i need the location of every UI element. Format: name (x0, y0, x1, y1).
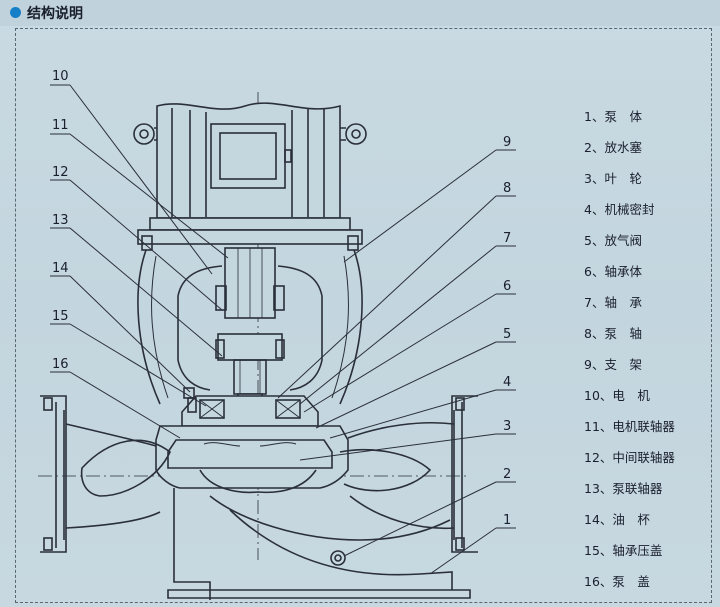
callout-15: 15 (52, 309, 69, 324)
callout-2: 2 (503, 467, 511, 482)
legend-item-16: 16、泵 盖 (584, 574, 650, 589)
callout-5: 5 (503, 327, 511, 342)
legend-item-3: 3、叶 轮 (584, 171, 642, 186)
legend-item-12: 12、中间联轴器 (584, 450, 675, 465)
callout-7: 7 (503, 231, 511, 246)
legend-item-1: 1、泵 体 (584, 109, 642, 124)
callout-9: 9 (503, 135, 511, 150)
legend-item-2: 2、放水塞 (584, 140, 642, 155)
legend-item-10: 10、电 机 (584, 388, 650, 403)
legend-item-9: 9、支 架 (584, 357, 642, 372)
callout-16: 16 (52, 357, 69, 372)
callout-12: 12 (52, 165, 69, 180)
bullet-dot-icon (10, 7, 21, 18)
legend-item-7: 7、轴 承 (584, 295, 642, 310)
callout-10: 10 (52, 69, 69, 84)
callout-4: 4 (503, 375, 511, 390)
legend-item-13: 13、泵联轴器 (584, 481, 663, 496)
legend-item-6: 6、轴承体 (584, 264, 642, 279)
header-bar: 结构说明 (0, 0, 720, 26)
callout-3: 3 (503, 419, 511, 434)
legend-item-11: 11、电机联轴器 (584, 419, 675, 434)
pump-drawing (38, 84, 516, 600)
callout-6: 6 (503, 279, 511, 294)
callout-1: 1 (503, 513, 511, 528)
leader-lines (50, 84, 516, 575)
pump-casing (40, 395, 478, 600)
legend-item-8: 8、泵 轴 (584, 326, 642, 341)
legend-item-15: 15、轴承压盖 (584, 543, 663, 558)
section-title: 结构说明 (27, 6, 83, 22)
legend-item-4: 4、机械密封 (584, 202, 655, 217)
motor (133, 102, 367, 251)
callout-14: 14 (52, 261, 69, 276)
callout-13: 13 (52, 213, 69, 228)
callout-11: 11 (52, 118, 69, 133)
callout-labels: 10 11 12 13 14 15 16 9 8 7 6 5 4 3 2 1 (52, 69, 511, 528)
legend-item-14: 14、油 杯 (584, 512, 650, 527)
diagram-frame (15, 28, 712, 603)
callout-8: 8 (503, 181, 511, 196)
legend-item-5: 5、放气阀 (584, 233, 642, 248)
